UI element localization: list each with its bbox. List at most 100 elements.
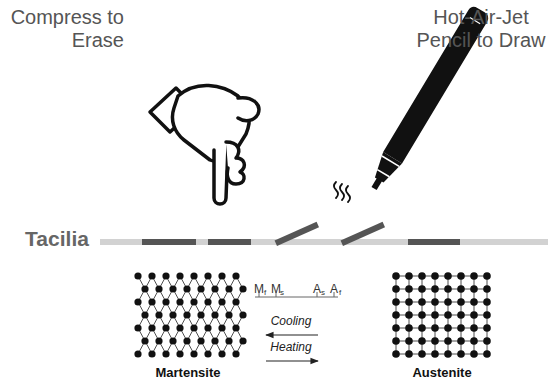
lattice-atom: [225, 311, 232, 318]
lattice-atom: [239, 285, 246, 292]
lattice-atom: [176, 298, 183, 305]
lattice-atom: [183, 285, 190, 292]
lattice-atom: [183, 311, 190, 318]
lattice-atom: [392, 272, 400, 280]
lattice-atom: [211, 337, 218, 344]
lattice-atom: [483, 350, 491, 358]
lattice-atom: [190, 272, 197, 279]
lattice-atom: [483, 272, 491, 280]
raised-segment: [275, 222, 319, 246]
pencil-nozzle: [371, 178, 382, 191]
scale-line: [255, 297, 338, 298]
lattice-atom: [444, 311, 452, 319]
lattice-atom: [204, 350, 211, 357]
transition-arrow: [266, 360, 318, 361]
lattice-atom: [141, 311, 148, 318]
lattice-atom: [204, 324, 211, 331]
lattice-atom: [444, 272, 452, 280]
tacilia-bar: [100, 239, 548, 245]
lattice-atom: [204, 272, 211, 279]
lattice-atom: [218, 350, 225, 357]
lattice-atom: [162, 298, 169, 305]
tacilia-segment: [275, 222, 319, 246]
lattice-atom: [190, 350, 197, 357]
lattice-atom: [392, 337, 400, 345]
lattice-atom: [457, 311, 465, 319]
lattice-atom: [392, 285, 400, 293]
temperature-subscript: f: [260, 288, 270, 297]
lattice-atom: [483, 324, 491, 332]
lattice-atom: [431, 337, 439, 345]
lattice-atom: [470, 285, 478, 293]
tacilia-segment: [341, 222, 385, 246]
lattice-atom: [162, 350, 169, 357]
curled-fingers: [226, 142, 244, 184]
lattice-atom: [211, 285, 218, 292]
lattice-atom: [405, 324, 413, 332]
lattice-atom: [457, 350, 465, 358]
lattice-atom: [457, 285, 465, 293]
martensite-lattice: [134, 272, 246, 357]
lattice-atom: [141, 337, 148, 344]
lattice-atom: [232, 272, 239, 279]
lattice-atom: [431, 324, 439, 332]
lattice-atom: [218, 272, 225, 279]
lattice-atom: [431, 285, 439, 293]
lattice-atom: [134, 350, 141, 357]
lattice-atom: [392, 311, 400, 319]
lattice-atom: [405, 298, 413, 306]
lattice-atom: [431, 298, 439, 306]
lattice-atom: [483, 285, 491, 293]
lattice-atom: [392, 324, 400, 332]
lattice-atom: [418, 285, 426, 293]
lattice-atom: [239, 337, 246, 344]
lattice-atom: [148, 298, 155, 305]
lattice-atom: [483, 311, 491, 319]
lattice-atom: [483, 298, 491, 306]
lattice-atom: [162, 324, 169, 331]
lattice-atom: [405, 350, 413, 358]
lattice-atom: [176, 272, 183, 279]
lattice-atom: [444, 298, 452, 306]
tacilia-segment: [208, 239, 251, 245]
thumb: [238, 98, 259, 121]
lattice-atom: [457, 298, 465, 306]
action-note: Compress to Erase: [0, 6, 124, 52]
lattice-atom: [418, 350, 426, 358]
lattice-atom: [418, 298, 426, 306]
lattice-atom: [197, 311, 204, 318]
tacilia-segment: [142, 239, 196, 245]
lattice-atom: [418, 337, 426, 345]
lattice-atom: [418, 272, 426, 280]
lattice-atom: [444, 350, 452, 358]
lattice-atom: [444, 285, 452, 293]
lattice-atom: [225, 285, 232, 292]
lattice-atom: [169, 285, 176, 292]
lattice-atom: [457, 337, 465, 345]
lattice-atom: [225, 337, 232, 344]
lattice-atom: [470, 324, 478, 332]
material-name: Tacilia: [7, 227, 107, 251]
lattice-atom: [190, 324, 197, 331]
lattice-atom: [431, 272, 439, 280]
lattice-atom: [470, 298, 478, 306]
lattice-atom: [176, 350, 183, 357]
lattice-atom: [239, 311, 246, 318]
lattice-atom: [204, 298, 211, 305]
lattice-atom: [405, 311, 413, 319]
lattice-atom: [162, 272, 169, 279]
lattice-atom: [190, 298, 197, 305]
air-stream: [340, 184, 344, 200]
lattice-atom: [232, 324, 239, 331]
lattice-atom: [483, 337, 491, 345]
process-label: Heating: [256, 340, 326, 354]
lattice-atom: [431, 311, 439, 319]
pencil-ring: [377, 170, 389, 177]
lattice-atom: [470, 311, 478, 319]
lattice-atom: [218, 298, 225, 305]
lattice-atom: [405, 285, 413, 293]
air-jet: [334, 182, 350, 202]
lattice-atom: [218, 324, 225, 331]
